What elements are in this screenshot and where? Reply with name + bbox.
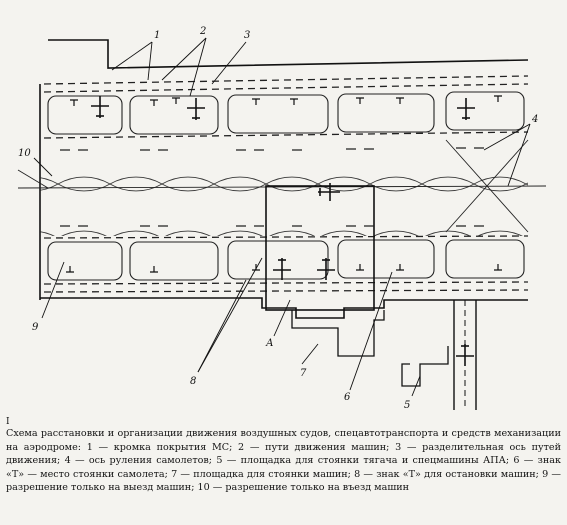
t-sign-icon (252, 98, 260, 105)
stand-block (227, 94, 329, 134)
aircraft-icon (457, 98, 475, 120)
zone-a-frame (265, 185, 375, 311)
t-sign-icon (356, 97, 364, 104)
vehicle-lanes (43, 75, 529, 293)
taxi-axis-diag-2 (445, 139, 529, 233)
zone-a-label: А (265, 338, 274, 349)
stand-blocks-bottom (47, 239, 525, 281)
stand-blocks-top (47, 91, 525, 135)
aircraft-icon (273, 258, 291, 280)
stand-block (47, 241, 123, 281)
stand-block (129, 95, 219, 135)
aircraft-icon (318, 183, 340, 201)
lane-bottom-2 (43, 289, 529, 293)
taxi-axis-lines (17, 139, 547, 233)
stand-block (337, 239, 435, 279)
callout-4: 4 (531, 114, 538, 125)
taxi-axis-left (17, 169, 49, 189)
aircraft-icon (91, 96, 109, 118)
callout-8: 8 (190, 376, 196, 387)
callout-3: 3 (244, 30, 250, 41)
callout-9: 9 (32, 322, 39, 333)
t-sign-icon (494, 95, 502, 102)
leader-lines (33, 37, 531, 397)
aircraft-icons (91, 96, 475, 366)
callout-1: 1 (154, 30, 160, 41)
t-sign-icon (150, 266, 158, 273)
tug-parking-5 (401, 346, 449, 387)
top-edge-line (48, 39, 529, 69)
callout-5: 5 (404, 400, 410, 411)
t-sign-icon (70, 99, 78, 106)
t-sign-icon (66, 266, 74, 273)
lane-top-2 (43, 83, 529, 93)
t-sign-icon (396, 97, 404, 104)
t-sign-icon (356, 264, 364, 271)
t-sign-icon (150, 99, 158, 106)
t-sign-icon (396, 264, 404, 271)
stand-block (129, 241, 219, 281)
figure-caption: I Схема расстановки и организации движен… (6, 418, 561, 518)
stop-dash-marks (60, 147, 484, 227)
bottom-edge-line (40, 297, 528, 319)
t-sign-icons (66, 95, 502, 273)
caption-index-mark: I (6, 417, 10, 427)
lane-top-3 (43, 131, 529, 139)
t-sign-icon (172, 97, 180, 104)
callout-2: 2 (199, 26, 206, 37)
taxi-axis-main (17, 185, 547, 189)
aircraft-icon (187, 98, 205, 120)
t-sign-icon (290, 98, 298, 105)
caption-text: Схема расстановки и организации движения… (6, 428, 561, 494)
stand-block (445, 91, 525, 131)
apron-scheme-diagram: 1 2 3 4 10 9 8 6 5 7 А (17, 26, 547, 411)
aircraft-icon (456, 344, 474, 366)
stand-block (445, 239, 525, 279)
aircraft-icon (317, 258, 335, 280)
parking-area-7 (291, 310, 385, 357)
lane-top-1 (43, 75, 529, 85)
stand-block (47, 95, 123, 135)
callout-10: 10 (18, 148, 31, 159)
lane-mid-1 (43, 235, 529, 239)
lane-bottom-1 (43, 281, 529, 285)
callout-6: 6 (344, 392, 351, 403)
t-sign-icon (494, 264, 502, 271)
callout-7: 7 (300, 368, 307, 379)
stand-block (337, 93, 435, 133)
